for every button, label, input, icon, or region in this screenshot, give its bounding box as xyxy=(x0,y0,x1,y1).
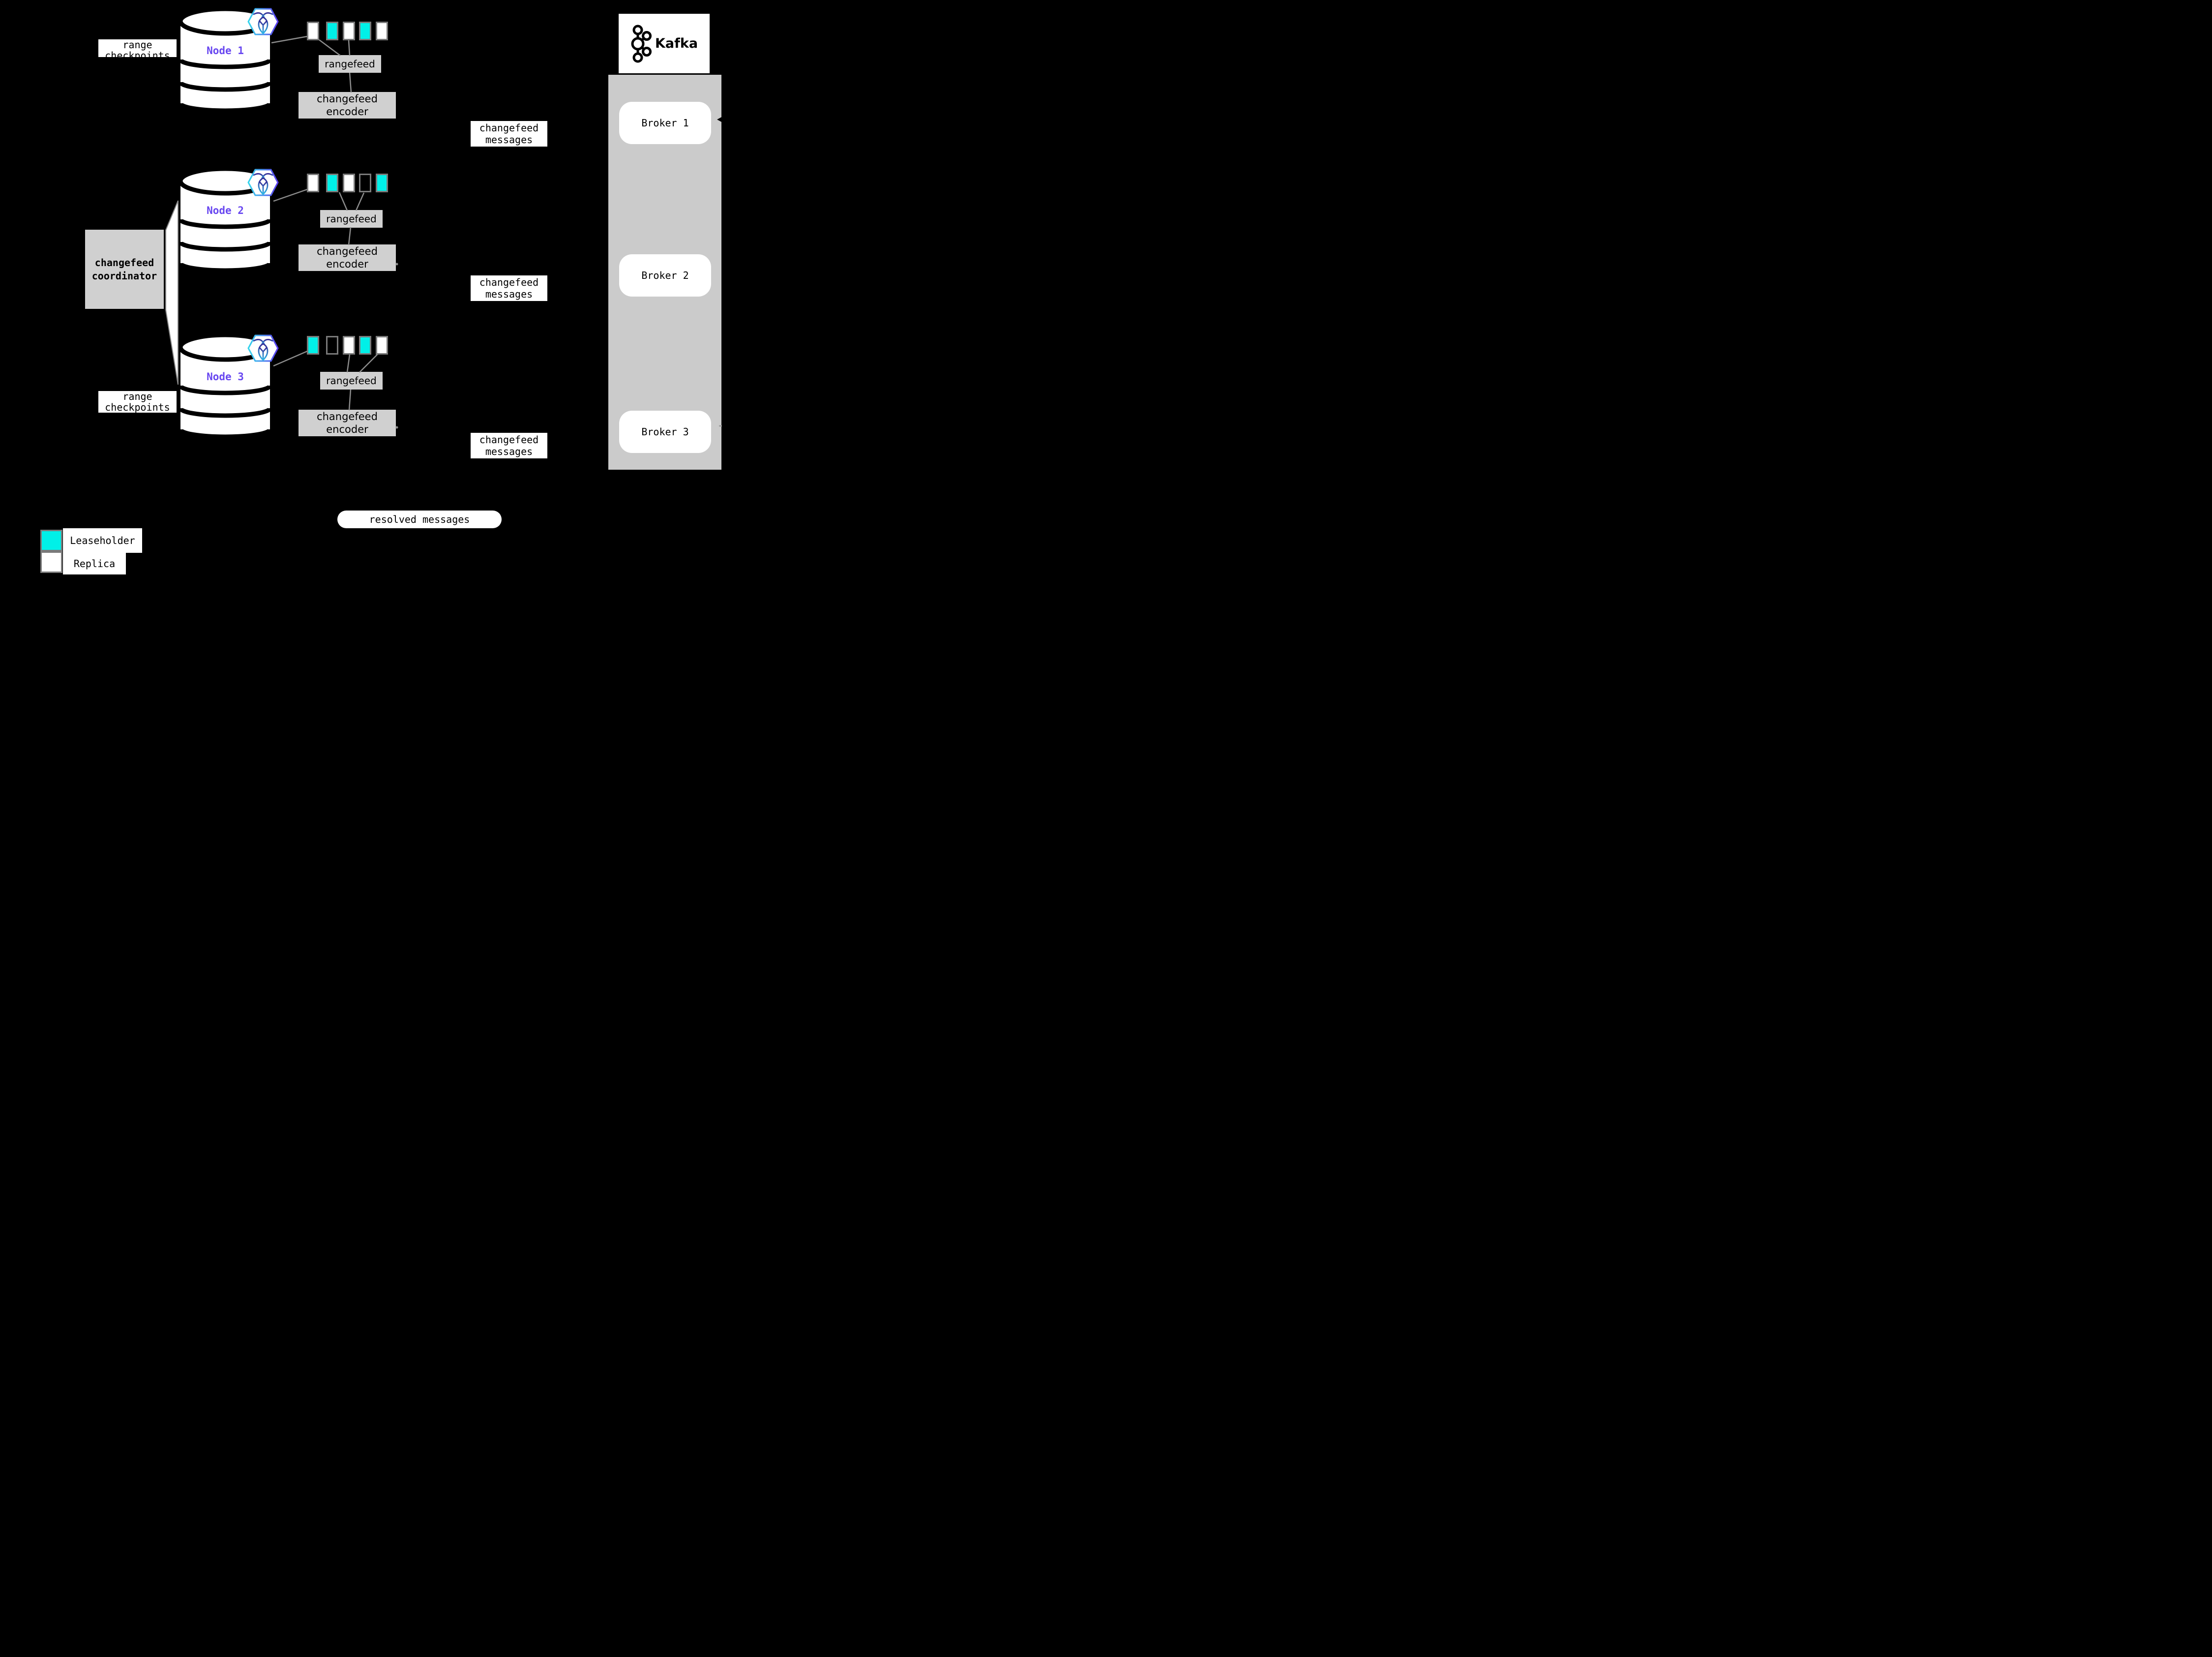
broker-label: Broker 1 xyxy=(641,117,689,129)
line-remnant-encoder3 xyxy=(395,426,398,429)
range-checkpoints-label-bottom: range checkpoints xyxy=(98,391,177,413)
kafka-logo-icon xyxy=(631,25,652,62)
broker-label: Broker 3 xyxy=(641,426,689,438)
resolved-messages-label: resolved messages xyxy=(369,513,470,525)
coordinator-callout-flag xyxy=(165,200,179,385)
rangefeed-label: rangefeed xyxy=(325,58,375,70)
changefeed-architecture-diagram: Node 1 Node 2 Node 3 xyxy=(0,0,771,577)
node1-rangefeed-box: rangefeed xyxy=(319,55,381,73)
node1-replica-2 xyxy=(326,22,338,40)
node2-replica-5 xyxy=(376,174,388,192)
encoder-line2: encoder xyxy=(326,258,368,270)
cockroachdb-logo-icon xyxy=(247,334,279,362)
database-cylinder-icon xyxy=(178,6,272,113)
messages-line1: changefeed xyxy=(479,434,539,446)
encoder-line1: changefeed xyxy=(317,411,378,422)
node1-label: Node 1 xyxy=(207,45,244,57)
messages-line2: messages xyxy=(485,446,533,457)
node1-replica-3 xyxy=(343,22,355,40)
node3-replica-3 xyxy=(343,336,355,355)
node3-rangefeed-box: rangefeed xyxy=(320,372,383,390)
broker-1-box: Broker 1 xyxy=(619,102,711,144)
broker-label: Broker 2 xyxy=(641,270,689,281)
messages-line1: changefeed xyxy=(479,122,539,134)
broker-2-box: Broker 2 xyxy=(619,254,711,297)
range-checkpoints-line2: checkpoints xyxy=(105,50,170,57)
node2-cylinder: Node 2 xyxy=(178,166,272,274)
node2-replica-2 xyxy=(326,174,338,192)
node1-cylinder: Node 1 xyxy=(178,6,272,115)
node1-replica-5 xyxy=(376,22,388,40)
node3-replica-1 xyxy=(307,336,319,355)
kafka-logo-box: Kafka xyxy=(619,14,710,73)
rangefeed-label: rangefeed xyxy=(326,375,377,387)
range-checkpoints-label-top: range checkpoints xyxy=(98,39,177,57)
legend-leaseholder-swatch xyxy=(40,530,62,551)
node2-rangefeed-box: rangefeed xyxy=(320,210,383,228)
resolved-messages-pill: resolved messages xyxy=(337,511,502,528)
node1-replica-1 xyxy=(307,22,319,40)
node3-replica-5 xyxy=(376,336,388,355)
node3-cylinder: Node 3 xyxy=(178,332,272,441)
legend-replica-swatch xyxy=(40,551,62,573)
encoder-line2: encoder xyxy=(326,423,368,435)
messages-line2: messages xyxy=(485,134,533,146)
node2-replica-3 xyxy=(343,174,355,192)
node1-changefeed-encoder-box: changefeed encoder xyxy=(299,92,396,119)
changefeed-messages-label-2: changefeed messages xyxy=(471,275,547,301)
messages-line1: changefeed xyxy=(479,276,539,288)
node2-replica-4 xyxy=(359,174,371,192)
encoder-line2: encoder xyxy=(326,106,368,118)
database-cylinder-icon xyxy=(178,332,272,439)
range-checkpoints-line2: checkpoints xyxy=(105,401,170,413)
changefeed-messages-label-3: changefeed messages xyxy=(471,433,547,458)
node3-replica-2 xyxy=(326,336,338,355)
legend-leaseholder-label: Leaseholder xyxy=(63,528,142,553)
node3-changefeed-encoder-box: changefeed encoder xyxy=(299,410,396,436)
legend-replica-label: Replica xyxy=(63,553,126,574)
node1-replica-4 xyxy=(359,22,371,40)
line-remnant-encoder2 xyxy=(395,263,398,266)
node2-changefeed-encoder-box: changefeed encoder xyxy=(299,244,396,271)
coordinator-line2: coordinator xyxy=(91,270,157,282)
range-checkpoints-line1: range xyxy=(122,391,152,402)
legend-label-text: Replica xyxy=(73,558,116,570)
node3-label: Node 3 xyxy=(207,371,244,383)
range-checkpoints-line1: range xyxy=(122,39,152,51)
coordinator-line1: changefeed xyxy=(94,256,154,269)
node3-replica-4 xyxy=(359,336,371,355)
kafka-brand-text: Kafka xyxy=(655,36,698,51)
database-cylinder-icon xyxy=(178,166,272,273)
encoder-line1: changefeed xyxy=(317,93,378,105)
node2-replica-1 xyxy=(307,174,319,192)
encoder-line1: changefeed xyxy=(317,245,378,257)
cockroachdb-logo-icon xyxy=(247,169,279,196)
messages-line2: messages xyxy=(485,288,533,300)
rangefeed-label: rangefeed xyxy=(326,213,377,225)
broker-3-box: Broker 3 xyxy=(619,411,711,453)
cockroachdb-logo-icon xyxy=(247,8,279,35)
changefeed-messages-label-1: changefeed messages xyxy=(471,121,547,147)
changefeed-coordinator-label: changefeed coordinator xyxy=(85,230,164,309)
legend-label-text: Leaseholder xyxy=(70,535,135,546)
node2-label: Node 2 xyxy=(207,205,244,216)
